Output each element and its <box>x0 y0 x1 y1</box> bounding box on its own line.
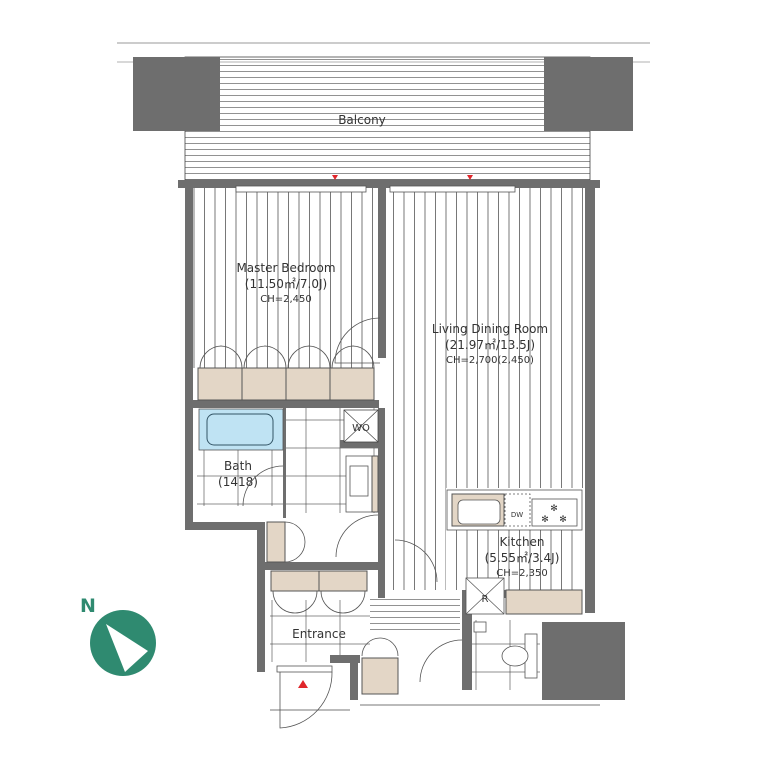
dishwasher <box>504 493 531 527</box>
master-bedroom-label: Master Bedroom <box>236 261 335 275</box>
entrance-marker-icon <box>298 680 308 688</box>
washer-label: WO <box>352 423 370 434</box>
front-door <box>276 665 333 729</box>
kitchen-back-storage <box>505 589 583 615</box>
washroom-door <box>335 514 379 558</box>
kitchen-counter: DW ✻ ✻ ✻ <box>446 489 583 531</box>
living-dining-ceiling: CH=2,700(2,450) <box>446 355 534 366</box>
washer-space: WO <box>343 409 379 443</box>
north-compass: N <box>80 595 156 676</box>
compass-north-label: N <box>80 595 96 617</box>
entrance-storage <box>361 657 399 695</box>
washbasin-icon <box>349 465 369 497</box>
master-bedroom-floor <box>193 188 379 368</box>
refrigerator-label: R <box>482 594 489 605</box>
windows <box>235 175 516 193</box>
living-lower-floor <box>386 488 446 590</box>
dishwasher-label: DW <box>511 511 523 519</box>
svg-text:✻: ✻ <box>550 504 558 514</box>
master-bedroom-area: (11.50㎡/7.0J) <box>245 277 327 291</box>
entrance-label: Entrance <box>292 627 346 641</box>
refrigerator-space: R <box>465 577 505 615</box>
window-marker-icon <box>332 175 338 180</box>
kitchen-ceiling: CH=2,350 <box>496 568 548 579</box>
bedroom-door <box>334 317 381 364</box>
kitchen-area: (5.55㎡/3.4J) <box>485 551 560 565</box>
living-dining-label: Living Dining Room <box>432 322 548 336</box>
toilet-door <box>419 639 463 683</box>
kitchen-label: Kitchen <box>499 535 544 549</box>
bath-label: Bath <box>224 459 252 473</box>
hall-floor <box>370 595 460 635</box>
compass-needle-icon <box>106 624 148 672</box>
bath-size: (1418) <box>218 475 258 489</box>
pillar-bottom-right <box>542 622 625 700</box>
bath: Bath (1418) <box>198 408 284 507</box>
living-dining-area: (21.97㎡/13.5J) <box>445 338 535 352</box>
svg-text:✻: ✻ <box>559 515 567 525</box>
living-dining-floor <box>386 188 585 488</box>
balcony: Balcony <box>117 56 650 181</box>
window-marker-icon <box>467 175 473 180</box>
bath-door <box>242 465 284 507</box>
stove-icon <box>531 498 578 527</box>
shoe-cabinet <box>270 570 368 614</box>
master-bedroom-ceiling: CH=2,450 <box>260 294 312 305</box>
toilet <box>473 621 538 679</box>
pillar-left <box>133 57 220 131</box>
svg-text:✻: ✻ <box>541 515 549 525</box>
bath-floor <box>197 450 283 506</box>
hall-storage <box>266 521 286 563</box>
pillar-right <box>544 57 633 131</box>
bedroom-closet <box>197 317 381 401</box>
balcony-label: Balcony <box>338 113 386 127</box>
living-door <box>394 539 438 583</box>
